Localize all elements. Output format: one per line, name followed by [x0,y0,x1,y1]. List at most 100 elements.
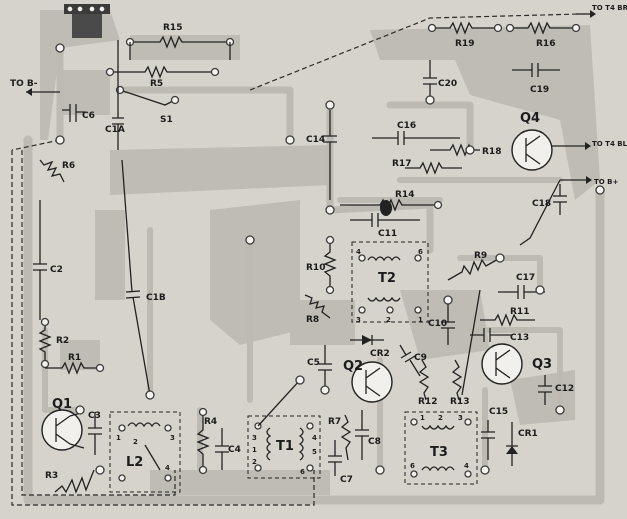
t1-pin-2: 2 [252,458,257,466]
t2-pin-2: 2 [386,316,391,324]
label-q4: Q4 [520,111,540,126]
capacitor-c20: C20 [423,60,457,100]
label-r11: R11 [510,307,529,317]
connector-to-t4-blue: TO T4 BLUE [592,140,627,148]
t1-pin-1: 1 [252,446,257,454]
capacitor-c11: C11 [350,213,420,239]
resistor-r10: R10 [306,235,337,295]
label-q3: Q3 [532,357,552,372]
label-c18: C18 [532,199,551,209]
label-c9: C9 [414,353,427,363]
label-c17: C17 [516,273,535,283]
label-r14: R14 [395,190,414,200]
diode-cr2: CR2 [350,335,390,359]
connector-to-t4-brown: TO T4 BROWN [576,4,627,18]
capacitor-c19: C19 [512,63,560,95]
connector-to-b-plus: TO B+ [560,176,618,186]
t1-pin-4: 4 [312,434,317,442]
transistor-q2: Q2 [343,359,393,403]
resistor-r2: R2 [38,317,69,369]
inductor-l2: 1 2 3 4 L2 [109,411,181,493]
capacitor-c3: C3 [88,411,102,455]
label-t2: T2 [378,271,396,286]
label-to-b-plus: TO B+ [594,178,618,186]
resistor-r13: R13 [450,359,469,407]
transformer-t1: 3 1 2 4 5 6 T1 [247,379,321,479]
label-c3: C3 [88,411,101,421]
label-c1a: C1A [105,125,125,135]
label-c6: C6 [82,111,95,121]
label-r18: R18 [482,147,501,157]
capacitor-c17: C17 [498,273,545,299]
capacitor-c9: C9 [399,344,427,377]
label-r7: R7 [328,417,341,427]
transformer-t2: 4 6 3 2 1 T2 [351,241,429,324]
label-c11: C11 [378,229,397,239]
label-c2: C2 [50,265,63,275]
t1-pin-5: 5 [312,448,317,456]
label-c5: C5 [307,358,320,368]
label-c16: C16 [397,121,416,131]
t2-pin-1: 1 [418,316,423,324]
label-q2: Q2 [343,359,363,374]
label-r16: R16 [536,39,555,49]
capacitor-c16: C16 [372,121,460,145]
label-c19: C19 [530,85,549,95]
label-c13: C13 [510,333,529,343]
capacitor-c10: C10 [428,300,455,345]
switch-s1: S1 [115,85,180,125]
t3-pin-6: 6 [410,462,415,470]
capacitor-c15: C15 [481,407,508,460]
resistor-r3: R3 [45,469,95,494]
label-c1b: C1B [146,293,166,303]
label-c8: C8 [368,437,381,447]
label-to-t4-blue: TO T4 BLUE [592,140,627,148]
label-c20: C20 [438,79,457,89]
resistor-r15: R15 [125,23,235,60]
capacitor-c14: C14 [306,110,337,200]
label-r4: R4 [204,417,217,427]
label-c15: C15 [489,407,508,417]
resistor-r6: R6 [39,159,75,183]
connector-to-b-minus: TO B- [10,79,60,96]
label-cr2: CR2 [370,349,390,359]
t2-pin-3: 3 [356,316,361,324]
label-q1: Q1 [52,397,72,412]
label-r3: R3 [45,471,58,481]
label-r19: R19 [455,39,474,49]
transistor-q4: Q4 [511,111,591,171]
label-to-t4-brown: TO T4 BROWN [592,4,627,12]
label-r2: R2 [56,336,69,346]
resistor-r12: R12 [418,359,437,407]
label-to-b-minus: TO B- [10,79,38,89]
t1-pin-6: 6 [300,468,305,476]
capacitor-c1a: C1A [105,40,125,150]
label-c10: C10 [428,319,447,329]
label-c7: C7 [340,475,353,485]
label-r17: R17 [392,159,411,169]
diode-cr1: CR1 [506,422,538,466]
capacitor-c4: C4 [215,428,241,470]
l2-pin-3: 3 [170,434,175,442]
capacitor-c5: C5 [307,345,332,390]
label-s1: S1 [160,115,173,125]
capacitor-c1b: C1B [121,159,166,396]
resistor-r4: R4 [196,407,217,475]
label-c4: C4 [228,445,241,455]
resistor-r1: R1 [45,353,105,375]
label-c14: C14 [306,135,325,145]
resistor-r17: R17 [392,159,462,175]
t2-pin-6: 6 [418,248,423,256]
label-r9: R9 [474,251,487,261]
jumper-q3-t2 [461,289,481,396]
resistor-r11: R11 [480,307,535,327]
label-r10: R10 [306,263,325,273]
label-r8: R8 [306,315,319,325]
label-r15: R15 [163,23,182,33]
l2-pin-1: 1 [116,434,121,442]
t3-pin-4: 4 [464,462,469,470]
transistor-q1: Q1 [41,397,85,451]
t1-pin-3: 3 [252,434,257,442]
l2-pin-2: 2 [133,438,138,446]
